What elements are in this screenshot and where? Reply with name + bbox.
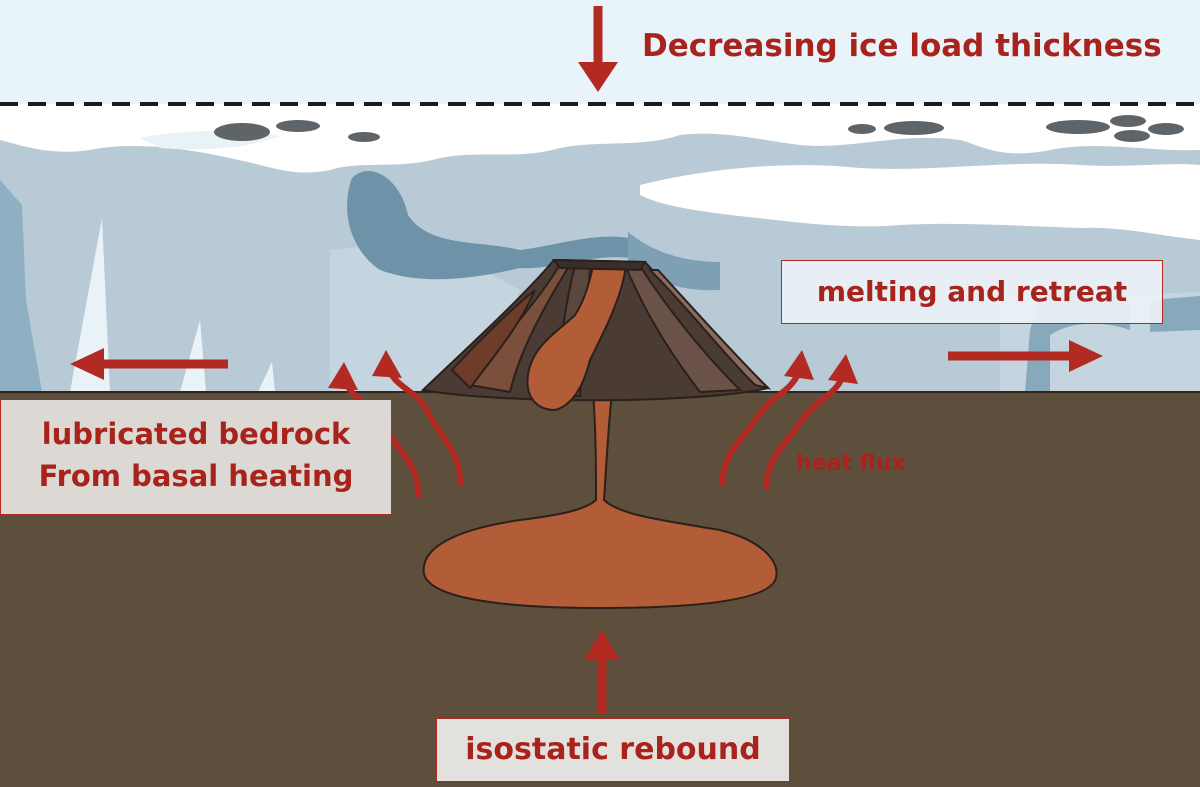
volcano-cone bbox=[420, 258, 772, 412]
isostatic-rebound-text: isostatic rebound bbox=[465, 732, 761, 767]
ice-load-down-arrowhead bbox=[578, 62, 618, 92]
title-label: Decreasing ice load thickness bbox=[642, 28, 1162, 64]
heat-flux-arrowhead-right-2 bbox=[828, 354, 858, 384]
melting-retreat-label: melting and retreat bbox=[781, 260, 1163, 324]
heat-flux-arrowhead-left-1 bbox=[328, 362, 358, 390]
lubricated-bedrock-label: lubricated bedrock From basal heating bbox=[0, 399, 392, 515]
heat-flux-arrow-right-1 bbox=[719, 372, 801, 487]
heat-flux-arrow-right-2 bbox=[763, 376, 845, 491]
slide-left-arrowhead bbox=[70, 348, 104, 380]
heat-flux-arrowhead-right-1 bbox=[784, 350, 814, 380]
heat-flux-arrowhead-left-2 bbox=[372, 350, 402, 378]
heat-flux-label: heat flux bbox=[796, 451, 906, 476]
retreat-right-arrowhead bbox=[1069, 340, 1103, 372]
lubricated-bedrock-line2: From basal heating bbox=[38, 459, 354, 493]
isostatic-rebound-label: isostatic rebound bbox=[436, 718, 790, 782]
heat-flux-arrow-left-2 bbox=[387, 370, 464, 487]
surface-rocks bbox=[214, 115, 1184, 142]
magma-chamber bbox=[422, 391, 778, 610]
rebound-up-arrowhead bbox=[584, 630, 620, 660]
melting-retreat-text: melting and retreat bbox=[816, 275, 1128, 308]
lubricated-bedrock-line1: lubricated bedrock bbox=[41, 417, 351, 451]
